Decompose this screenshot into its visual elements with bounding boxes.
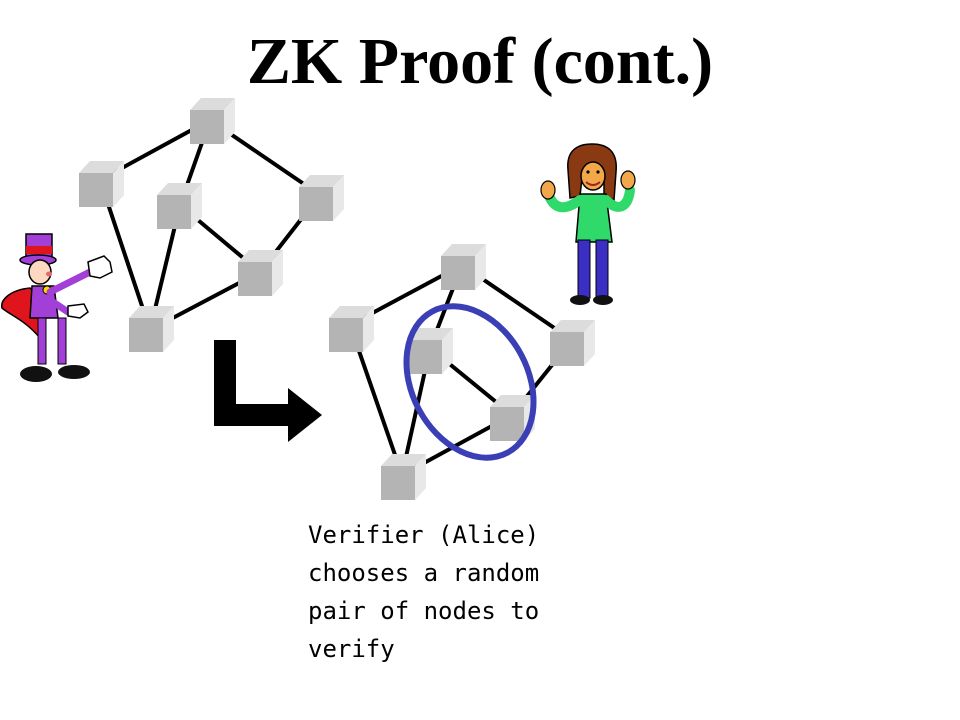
graph-node bbox=[238, 250, 283, 296]
caption-line: Verifier (Alice) bbox=[308, 521, 540, 549]
caption-line: verify bbox=[308, 635, 395, 663]
graph-node bbox=[329, 306, 374, 352]
magician-prover-icon bbox=[1, 233, 113, 382]
graph-node bbox=[441, 244, 486, 290]
graph-node bbox=[299, 175, 344, 221]
graph-original-edges bbox=[98, 118, 322, 332]
graph-node bbox=[381, 454, 426, 500]
graph-node bbox=[550, 320, 595, 366]
graph-original bbox=[79, 98, 344, 352]
graph-node bbox=[129, 306, 174, 352]
bent-arrow-icon bbox=[214, 340, 322, 442]
graph-node bbox=[79, 161, 124, 207]
page-title: ZK Proof (cont.) bbox=[246, 25, 714, 98]
graph-node bbox=[190, 98, 235, 144]
verifier-caption: Verifier (Alice) chooses a random pair o… bbox=[308, 516, 588, 668]
caption-line: pair of nodes to bbox=[308, 597, 540, 625]
graph-committed-edges bbox=[348, 263, 574, 477]
woman-verifier-icon bbox=[540, 143, 636, 305]
graph-node bbox=[157, 183, 202, 229]
selected-pair-highlight bbox=[403, 303, 537, 461]
graph-committed bbox=[329, 244, 595, 500]
caption-line: chooses a random bbox=[308, 559, 540, 587]
